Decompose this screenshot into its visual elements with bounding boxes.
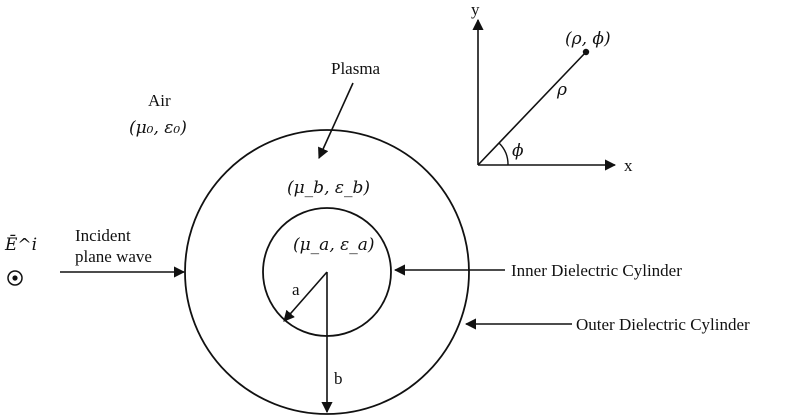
- radius-a-arrow: [283, 271, 328, 322]
- phi-angle-arc: [498, 142, 509, 166]
- plasma-pointer-arrow: [318, 82, 354, 160]
- air-label: Air: [148, 91, 171, 110]
- outer-cylinder-label: Outer Dielectric Cylinder: [576, 315, 750, 334]
- incident-field-label: Ē^i: [4, 234, 37, 255]
- rho-label: ρ: [556, 80, 567, 100]
- plasma-params-label: (μ_b, ε_b): [287, 178, 370, 198]
- plasma-label: Plasma: [331, 59, 381, 78]
- y-axis-label: y: [471, 0, 480, 19]
- incident-label-line1: Incident: [75, 226, 131, 245]
- x-axis-label: x: [624, 156, 633, 175]
- phi-label: ϕ: [512, 141, 524, 161]
- inner-cylinder-label: Inner Dielectric Cylinder: [511, 261, 682, 280]
- point-coord-label: (ρ, ϕ): [565, 29, 611, 49]
- radius-b-label: b: [334, 369, 343, 388]
- rho-vector-line: [477, 51, 587, 166]
- core-params-label: (μ_a, ε_a): [293, 235, 375, 255]
- field-out-of-page-icon: [7, 270, 23, 286]
- point-dot: [582, 48, 590, 56]
- radius-a-label: a: [292, 280, 300, 299]
- air-params-label: (μ₀, ε₀): [129, 118, 187, 138]
- incident-label-line2: plane wave: [75, 247, 152, 266]
